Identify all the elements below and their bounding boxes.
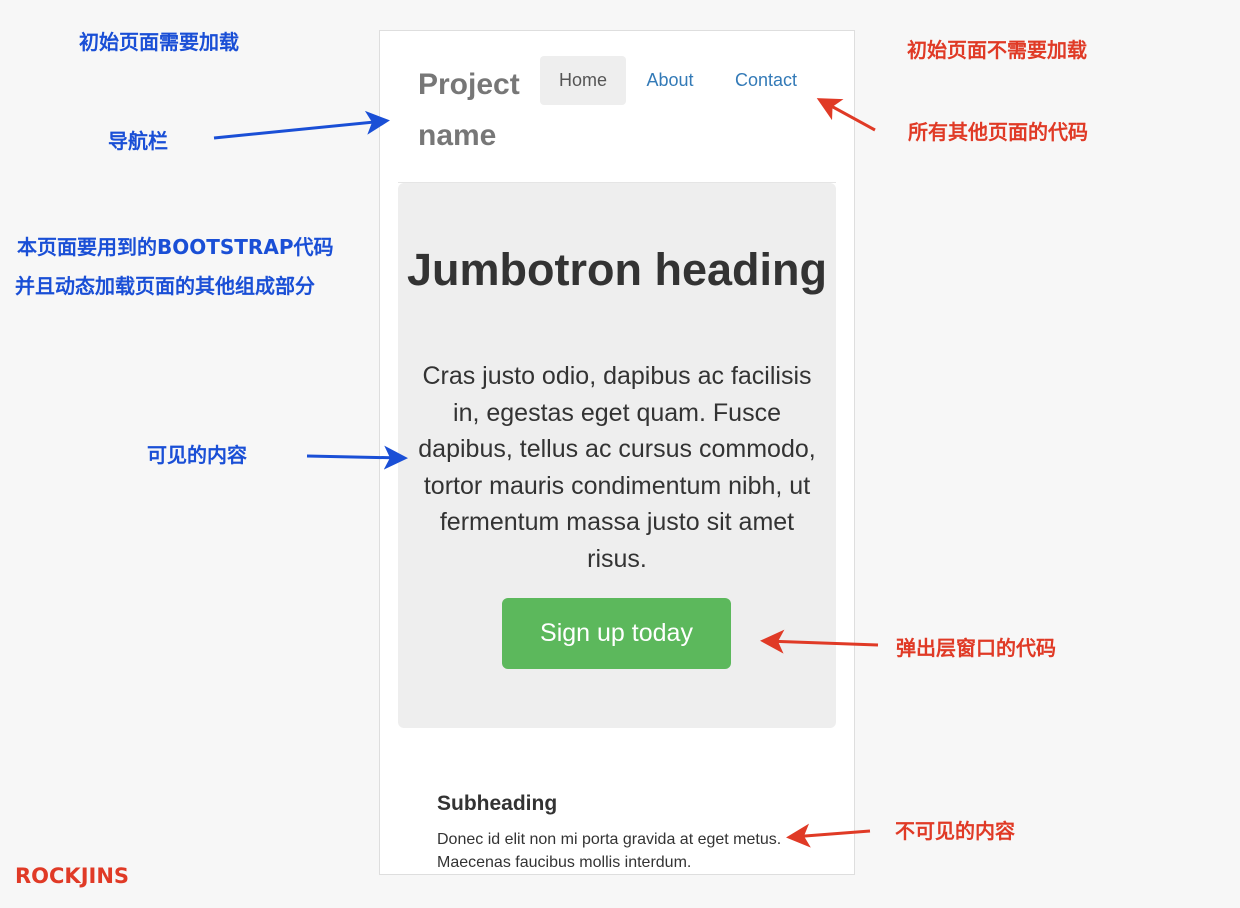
annotation-not-initial-load: 初始页面不需要加载 — [907, 38, 1087, 62]
annotation-invisible-content: 不可见的内容 — [895, 819, 1015, 843]
arrow-navbar — [213, 110, 390, 140]
navbar-divider — [398, 182, 836, 183]
author-label: ROCKJINS — [15, 864, 130, 888]
nav-item-contact[interactable]: Contact — [734, 70, 798, 90]
annotation-popup-code: 弹出层窗口的代码 — [896, 636, 1056, 660]
annotation-other-pages-code: 所有其他页面的代码 — [908, 120, 1088, 144]
nav-item-about[interactable]: About — [646, 70, 694, 90]
annotation-navbar: 导航栏 — [108, 129, 168, 153]
arrow-popup — [760, 629, 879, 654]
jumbotron-heading: Jumbotron heading — [407, 244, 827, 295]
arrow-invisible-content — [786, 823, 871, 848]
annotation-initial-load: 初始页面需要加载 — [79, 30, 239, 54]
nav-item-home[interactable]: Home — [540, 56, 626, 105]
jumbotron-text: Cras justo odio, dapibus ac facilisis in… — [418, 362, 816, 573]
annotation-bootstrap-code-line1: 本页面要用到的BOOTSTRAP代码 — [17, 235, 334, 259]
mock-page: Project name Home About Contact Jumbotro… — [379, 30, 855, 875]
annotation-visible-content: 可见的内容 — [147, 443, 247, 467]
subheading: Subheading — [437, 792, 558, 815]
subheading-text: Donec id elit non mi porta gravida at eg… — [437, 831, 782, 871]
arrow-other-pages — [816, 98, 876, 132]
signup-button[interactable]: Sign up today — [502, 598, 731, 669]
navbar-brand[interactable]: Project name — [418, 68, 520, 152]
arrow-visible-content — [306, 445, 408, 470]
annotation-bootstrap-code-line2: 并且动态加载页面的其他组成部分 — [15, 274, 315, 298]
